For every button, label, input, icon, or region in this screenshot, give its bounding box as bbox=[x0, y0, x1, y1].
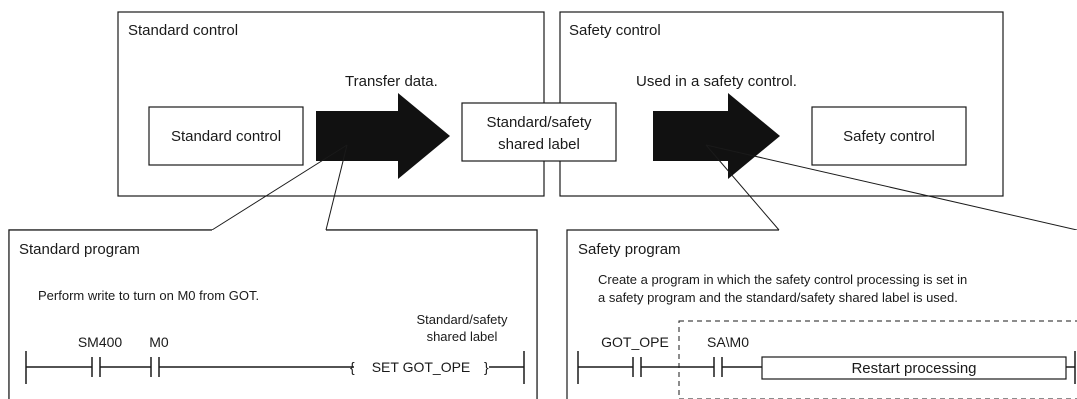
safety-program-description-line2: a safety program and the standard/safety… bbox=[598, 290, 958, 305]
standard-control-title: Standard control bbox=[128, 22, 238, 39]
use-arrow-icon bbox=[653, 93, 780, 179]
safety-processing-highlight bbox=[678, 320, 1077, 399]
set-got-ope-instruction: SET GOT_OPE bbox=[372, 359, 471, 375]
contact-sa-m0-label: SA\M0 bbox=[707, 334, 749, 350]
standard-program-note-line2: shared label bbox=[427, 329, 498, 344]
safety-control-box-label: Safety control bbox=[843, 128, 935, 145]
contact-got-ope-label: GOT_OPE bbox=[601, 334, 669, 350]
restart-processing-label: Restart processing bbox=[851, 360, 976, 377]
standard-program-title: Standard program bbox=[19, 241, 140, 258]
contact-sm400-label: SM400 bbox=[78, 334, 123, 350]
safety-program-title: Safety program bbox=[578, 241, 681, 258]
standard-program-description: Perform write to turn on M0 from GOT. bbox=[38, 288, 259, 303]
safety-ladder-rung bbox=[577, 351, 1076, 384]
shared-label-line2: shared label bbox=[498, 136, 580, 153]
used-in-safety-label: Used in a safety control. bbox=[636, 73, 797, 90]
safety-control-box bbox=[811, 106, 967, 166]
transfer-data-label: Transfer data. bbox=[345, 73, 438, 90]
safety-control-area bbox=[559, 11, 1004, 197]
callout-line-safety-right bbox=[705, 144, 1077, 231]
restart-processing-box bbox=[761, 356, 1067, 380]
callout-line-standard-right bbox=[325, 144, 348, 231]
safety-control-title: Safety control bbox=[569, 22, 661, 39]
transfer-arrow-icon bbox=[316, 93, 450, 179]
safety-program-panel bbox=[566, 229, 779, 399]
instruction-bracket-left: { bbox=[350, 359, 355, 375]
callout-line-safety-left bbox=[705, 144, 780, 231]
callout-line-standard-left bbox=[211, 144, 348, 231]
shared-label-line1: Standard/safety bbox=[486, 114, 592, 131]
standard-program-note-line1: Standard/safety bbox=[416, 312, 508, 327]
standard-control-box-label: Standard control bbox=[171, 128, 281, 145]
standard-control-box bbox=[148, 106, 304, 166]
safety-program-description-line1: Create a program in which the safety con… bbox=[598, 272, 967, 287]
instruction-bracket-right: } bbox=[484, 359, 489, 375]
contact-m0-label: M0 bbox=[149, 334, 169, 350]
standard-ladder-rung bbox=[25, 351, 525, 384]
shared-label-box bbox=[461, 102, 617, 162]
